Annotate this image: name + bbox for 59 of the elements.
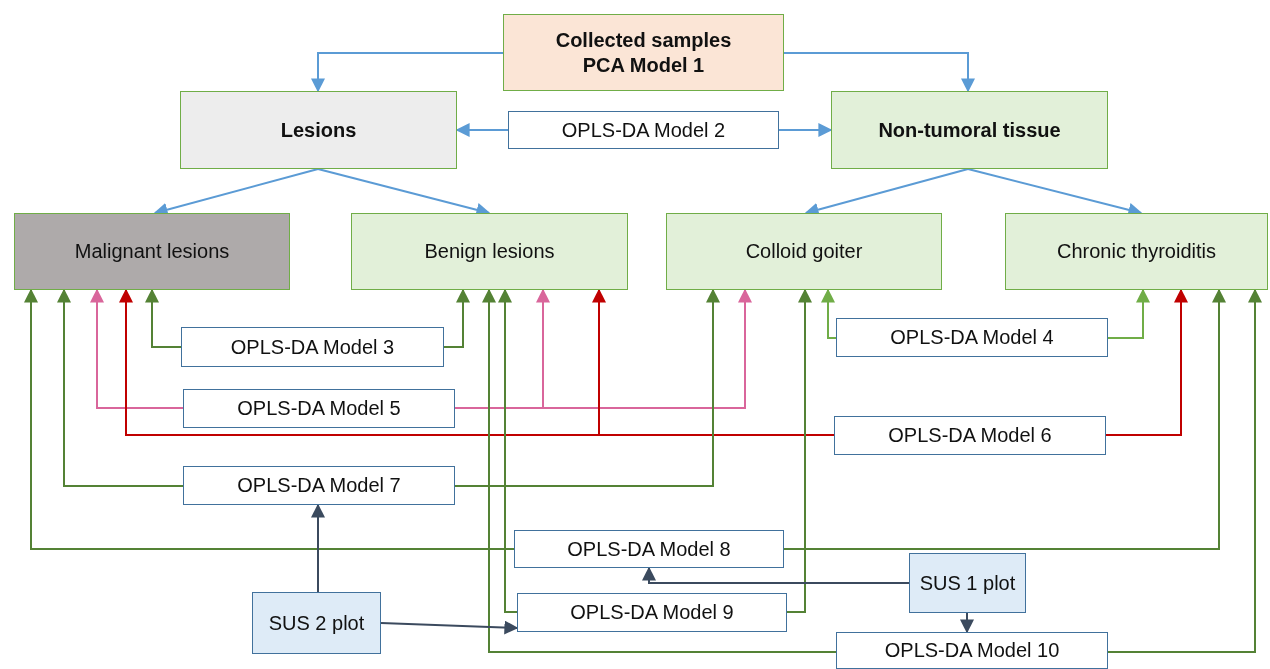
arrow — [1107, 288, 1262, 653]
category-box — [1005, 213, 1268, 290]
node-title: SUS 2 plot — [268, 610, 365, 636]
arrow — [498, 288, 518, 613]
arrow — [778, 123, 833, 137]
node-subtitle: PCA Model 1 — [582, 52, 705, 78]
category-box — [351, 213, 628, 290]
arrow — [380, 620, 519, 635]
plot-box — [909, 553, 1026, 613]
node-title: OPLS-DA Model 8 — [567, 536, 731, 562]
arrow — [821, 288, 837, 339]
arrow — [1107, 288, 1150, 339]
node-title: OPLS-DA Model 5 — [237, 396, 401, 421]
arrow — [311, 52, 504, 93]
node-title: Non-tumoral tissue — [878, 117, 1061, 143]
box-fill — [503, 14, 784, 91]
category-box — [14, 213, 290, 290]
arrow — [783, 288, 1226, 550]
node-title: Colloid goiter — [745, 239, 863, 264]
arrow — [57, 288, 184, 487]
arrow — [311, 503, 325, 593]
category-box — [180, 91, 457, 169]
node-title: OPLS-DA Model 7 — [237, 473, 401, 498]
model-box — [836, 632, 1108, 669]
node-title: OPLS-DA Model 6 — [888, 423, 1052, 448]
model-box — [183, 466, 455, 505]
node-title: OPLS-DA Model 4 — [890, 325, 1054, 350]
node-title: OPLS-DA Model 3 — [230, 334, 395, 360]
model-box — [181, 327, 444, 367]
arrow — [90, 288, 184, 409]
node-title: Collected samples — [555, 27, 732, 53]
arrow — [482, 288, 837, 653]
arrow — [145, 288, 182, 348]
arrow — [1105, 288, 1188, 436]
arrow — [24, 288, 515, 550]
node-title: Benign lesions — [424, 239, 555, 264]
node-title: Chronic thyroiditis — [1057, 239, 1216, 264]
arrow — [454, 288, 720, 487]
node-title: Malignant lesions — [74, 239, 230, 264]
model-box — [514, 530, 784, 568]
node-title: OPLS-DA Model 9 — [570, 600, 734, 625]
arrow — [960, 612, 974, 634]
arrow — [642, 566, 910, 584]
node-title: OPLS-DA Model 2 — [561, 117, 726, 143]
category-box — [831, 91, 1108, 169]
node-title: OPLS-DA Model 10 — [884, 638, 1060, 663]
plot-box — [252, 592, 381, 654]
model-box — [183, 389, 455, 428]
arrow — [443, 288, 470, 348]
model-box — [508, 111, 779, 149]
arrow — [783, 52, 975, 93]
model-box — [834, 416, 1106, 455]
node-title: SUS 1 plot — [919, 570, 1016, 596]
arrow — [455, 123, 509, 137]
model-box — [517, 593, 787, 632]
arrow — [786, 288, 812, 613]
model-box — [836, 318, 1108, 357]
category-box — [666, 213, 942, 290]
node-title: Lesions — [280, 117, 357, 143]
